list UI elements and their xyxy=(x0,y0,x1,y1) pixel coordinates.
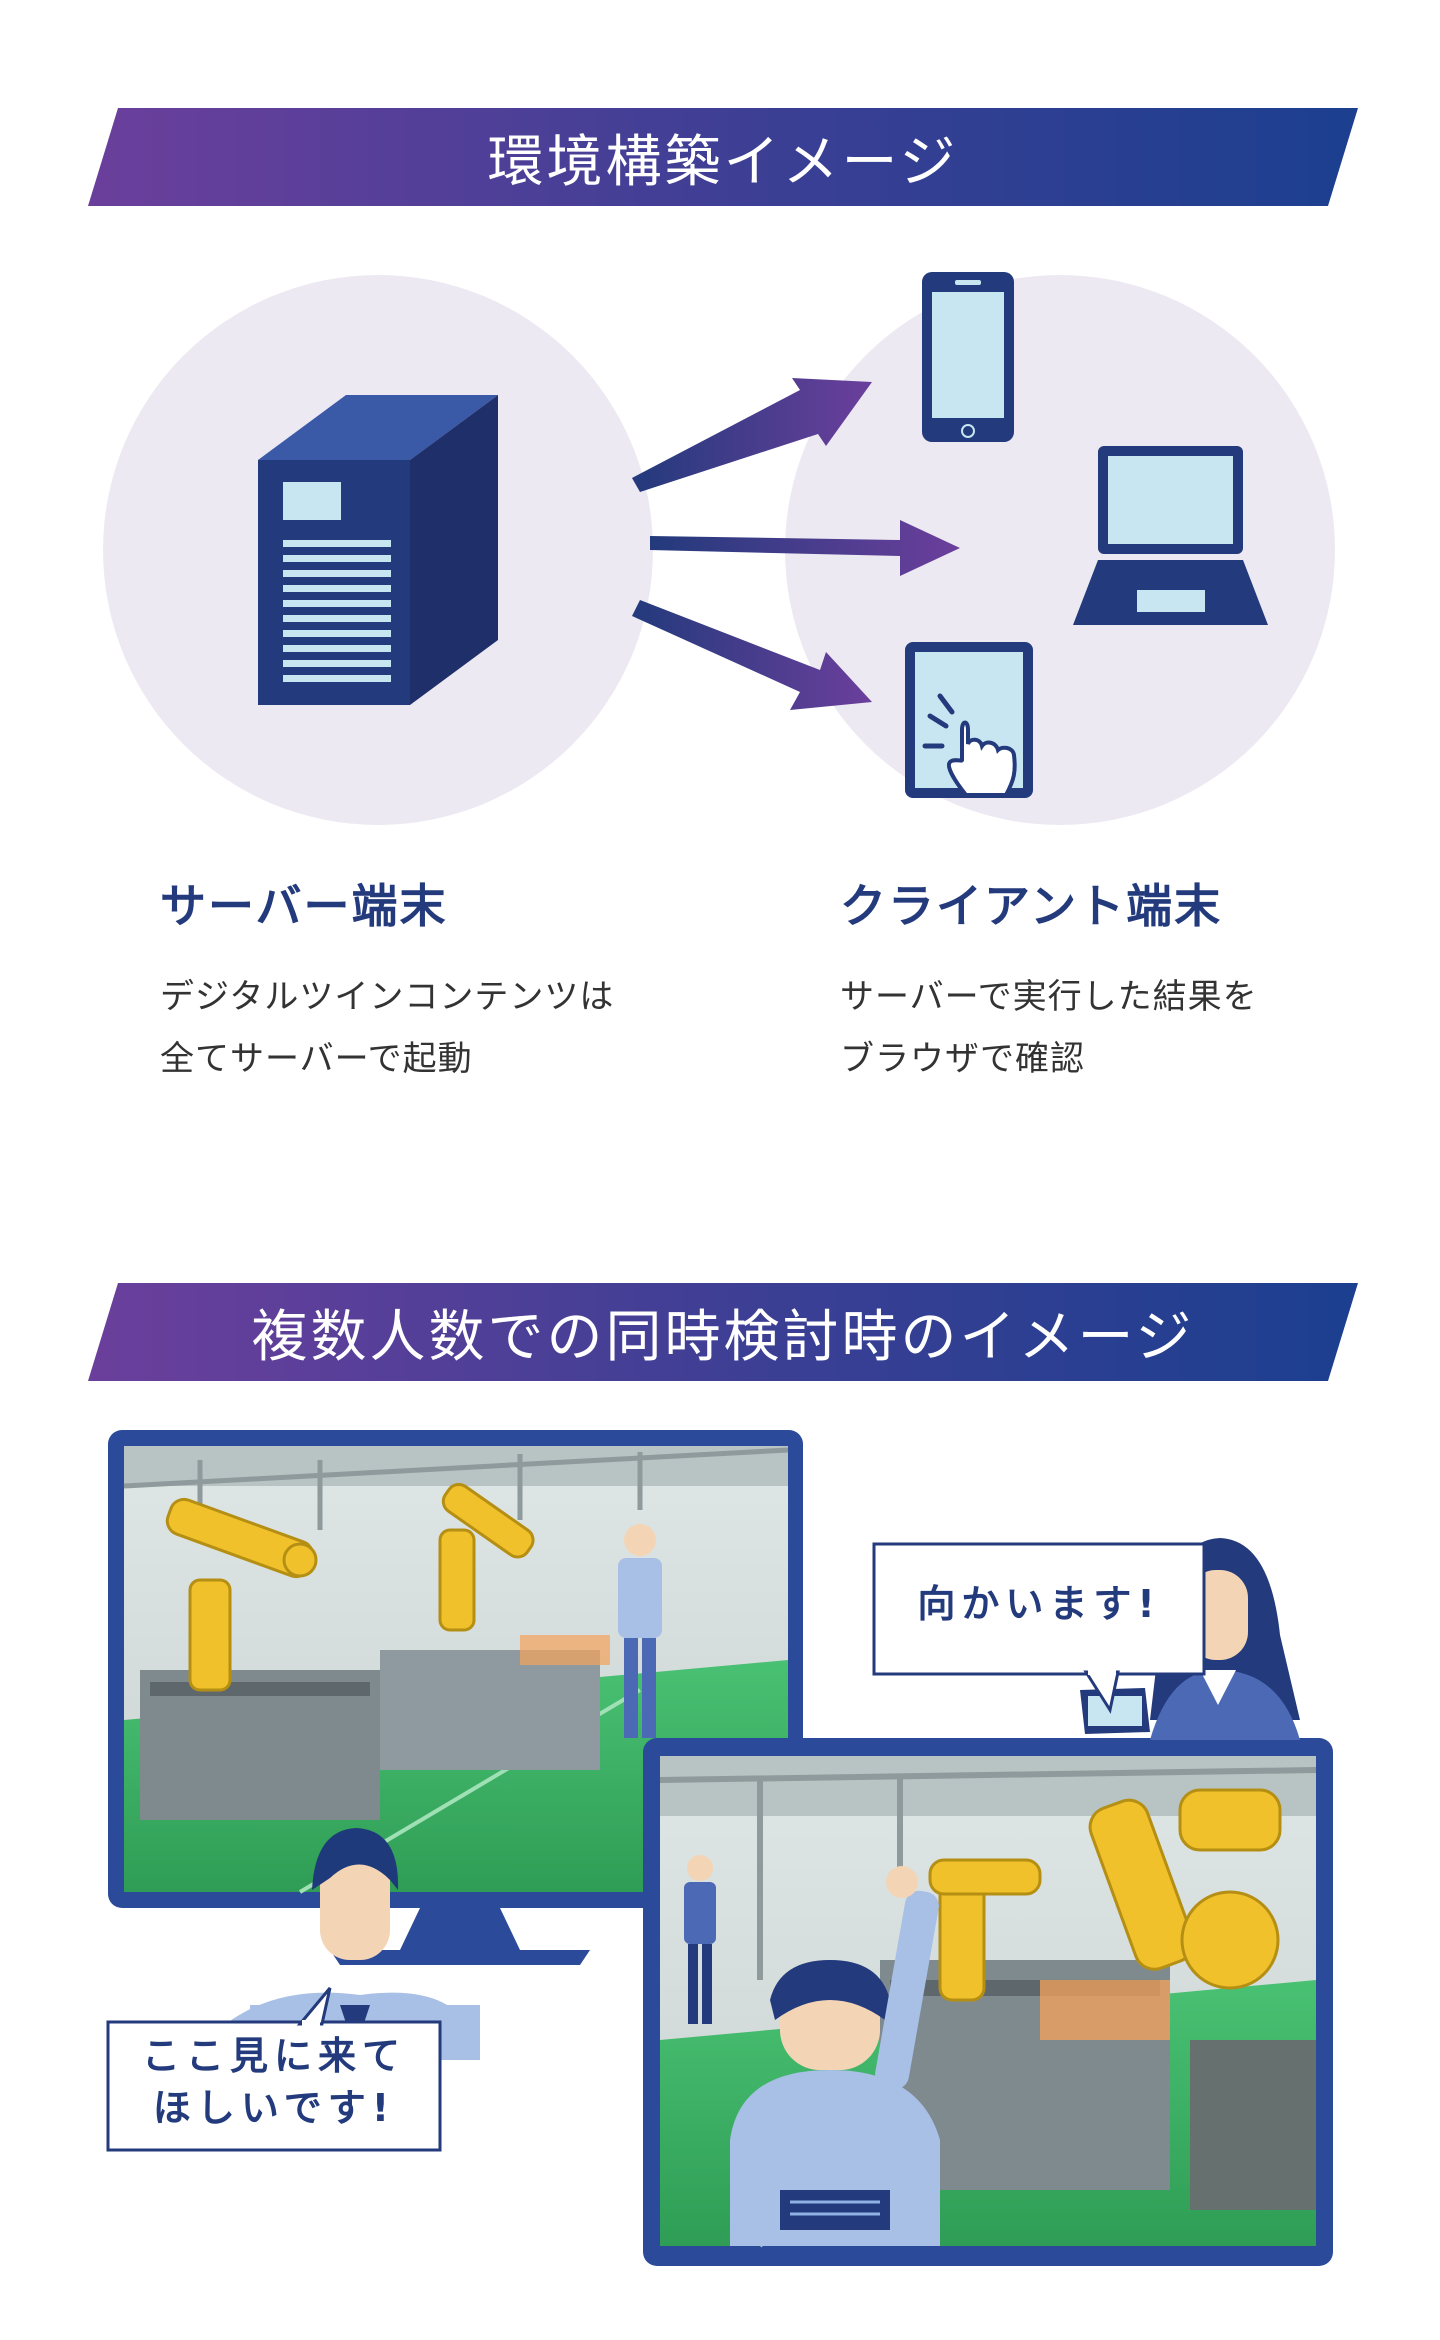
person-standing-icon xyxy=(618,1524,662,1738)
client-desc: サーバーで実行した結果を ブラウザで確認 xyxy=(840,966,1400,1090)
section-banner-environment: 環境構築イメージ xyxy=(88,108,1358,206)
bubble-right-line: 向かいます! xyxy=(917,1582,1161,1626)
client-description: クライアント端末 サーバーで実行した結果を ブラウザで確認 xyxy=(840,870,1400,1090)
section-title: 複数人数での同時検討時のイメージ xyxy=(251,1304,1195,1370)
speech-bubble-right xyxy=(872,1542,1206,1714)
server-icon xyxy=(258,395,498,705)
person-back-icon xyxy=(730,1866,940,2246)
left-monitor xyxy=(108,1430,803,1965)
section-title: 環境構築イメージ xyxy=(487,129,959,195)
server-desc: デジタルツインコンテンツは 全てサーバーで起動 xyxy=(160,966,720,1090)
banner-background xyxy=(88,1283,1358,1381)
server-title: サーバー端末 xyxy=(160,879,448,933)
bubble-left-line1: ここ見に来て xyxy=(141,2034,406,2078)
banner-background xyxy=(88,108,1358,206)
person-standing-icon xyxy=(684,1855,716,2024)
client-desc-line1: サーバーで実行した結果を xyxy=(840,977,1258,1017)
robot-arm-icon xyxy=(928,1788,1282,2002)
bubble-left-line2: ほしいです! xyxy=(152,2086,396,2130)
client-desc-line2: ブラウザで確認 xyxy=(840,1039,1085,1079)
section-banner-multi-user: 複数人数での同時検討時のイメージ xyxy=(88,1283,1358,1381)
robot-arm-icon xyxy=(165,1482,535,1692)
smartphone-icon xyxy=(922,272,1014,442)
server-desc-line2: 全てサーバーで起動 xyxy=(160,1039,473,1079)
laptop-icon xyxy=(1073,446,1268,625)
server-desc-line1: デジタルツインコンテンツは xyxy=(160,977,615,1017)
collaboration-scene xyxy=(0,1420,1440,2300)
server-description: サーバー端末 デジタルツインコンテンツは 全てサーバーで起動 xyxy=(160,870,720,1090)
speech-bubble-left xyxy=(106,1987,442,2152)
right-monitor xyxy=(643,1738,1333,2266)
arrow-icon xyxy=(632,378,960,710)
bubble-left-text: ここ見に来て ほしいです! xyxy=(108,2030,440,2134)
bubble-right-text: 向かいます! xyxy=(874,1578,1204,1630)
environment-diagram xyxy=(0,250,1440,840)
client-title: クライアント端末 xyxy=(840,879,1223,933)
hand-pointer-icon xyxy=(922,693,1017,797)
